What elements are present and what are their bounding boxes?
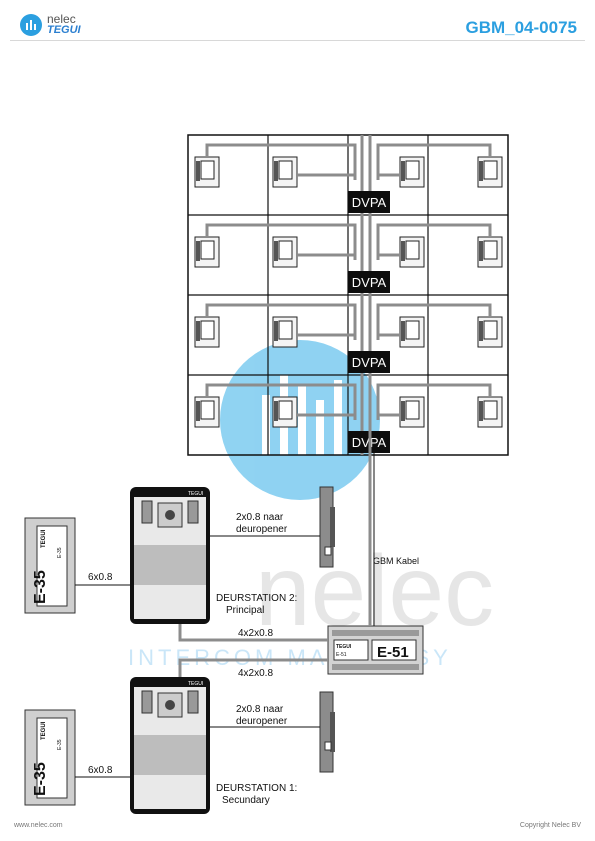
monitor-wire — [376, 143, 492, 180]
monitor-wire — [205, 143, 357, 180]
panel-lamp-left — [141, 690, 153, 714]
dvpa-label: DVPA — [352, 275, 387, 290]
dvpa-box — [348, 271, 390, 293]
video-monitor-icon — [272, 156, 298, 188]
label-lock-wire-top: 2x0.8 naar — [236, 512, 284, 523]
label-bus-cable: GBM Kabel — [373, 556, 419, 566]
logo-nelec-text: nelec — [47, 12, 76, 26]
document-code: GBM_04-0075 — [465, 18, 577, 37]
panel-lamp-right — [187, 500, 199, 524]
brand-logo: nelec TEGUI — [20, 12, 81, 36]
label-link-bottom: 4x2x0.8 — [238, 668, 273, 679]
footer-website: www.nelec.com — [14, 822, 63, 829]
monitor-wire — [205, 303, 357, 340]
label-lock-wire-top-2: deuropener — [236, 524, 288, 535]
psu-model: E-35 — [32, 762, 49, 796]
label-lock-wire-bottom-2: deuropener — [236, 716, 288, 727]
label-station1-line2: Secundary — [222, 795, 270, 806]
video-monitor-icon — [477, 236, 503, 268]
video-monitor-icon — [272, 316, 298, 348]
power-supply-top: E-35 E-35 TEGUI — [24, 517, 76, 614]
video-monitor-icon — [399, 396, 425, 428]
monitor-wire — [205, 383, 357, 420]
label-psu-wire-top: 6x0.8 — [88, 572, 113, 583]
label-station2-line2: Principal — [226, 605, 264, 616]
video-monitor-icon — [477, 316, 503, 348]
psu-brand: TEGUI — [41, 721, 47, 740]
panel-lamp-left — [141, 500, 153, 524]
power-supply-bottom: E-35 E-35 TEGUI — [24, 709, 76, 806]
dvpa-box — [348, 351, 390, 373]
label-station1-line1: DEURSTATION 1: — [216, 783, 297, 794]
video-monitor-icon — [272, 236, 298, 268]
riser-wiring — [205, 135, 492, 455]
logo-tegui-text: TEGUI — [47, 24, 81, 36]
door-station-principal: TEGUI — [130, 487, 210, 624]
psu-small: E-35 — [57, 547, 63, 558]
label-station2-line1: DEURSTATION 2: — [216, 593, 297, 604]
monitor-wire — [376, 223, 492, 260]
dvpa-label: DVPA — [352, 195, 387, 210]
video-monitor-icon — [194, 396, 220, 428]
label-lock-wire-bottom: 2x0.8 naar — [236, 704, 284, 715]
monitor-wire — [205, 223, 357, 260]
psu-model: E-35 — [32, 570, 49, 604]
monitor-wire — [376, 303, 492, 340]
panel-brand: TEGUI — [188, 681, 203, 687]
video-monitor-icon — [477, 396, 503, 428]
video-monitor-icon — [399, 156, 425, 188]
diagram-labels: 6x0.8 6x0.8 2x0.8 naar deuropener 2x0.8 … — [88, 512, 419, 806]
label-link-top: 4x2x0.8 — [238, 628, 273, 639]
video-monitor-icon — [272, 396, 298, 428]
controller-e51: TEGUI E-51 E-51 — [327, 625, 424, 675]
video-monitor-icon — [477, 156, 503, 188]
controller-model: E-51 — [377, 644, 409, 661]
video-monitor-icon — [399, 316, 425, 348]
video-monitor-icon — [194, 316, 220, 348]
panel-brand: TEGUI — [188, 491, 203, 497]
panel-lamp-right — [187, 690, 199, 714]
label-psu-wire-bottom: 6x0.8 — [88, 765, 113, 776]
dvpa-box — [348, 191, 390, 213]
lower-wiring — [75, 450, 375, 778]
speaker-grille-icon — [134, 735, 206, 775]
footer-copyright: Copyright Nelec BV — [519, 822, 581, 829]
controller-small: E-51 — [336, 652, 347, 658]
dvpa-label: DVPA — [352, 355, 387, 370]
logo-mark-icon — [20, 14, 42, 36]
speaker-grille-icon — [134, 545, 206, 585]
bus-wiring — [178, 410, 372, 677]
door-lock-top — [319, 486, 335, 568]
door-lock-bottom — [319, 691, 335, 773]
door-station-secundary: TEGUI — [130, 677, 210, 814]
psu-brand: TEGUI — [41, 529, 47, 548]
video-monitor-icon — [194, 236, 220, 268]
video-monitor-icon — [399, 236, 425, 268]
video-monitor-icon — [194, 156, 220, 188]
psu-small: E-35 — [57, 739, 63, 750]
controller-brand: TEGUI — [336, 644, 352, 650]
monitor-wire — [376, 383, 492, 420]
header-divider — [10, 40, 585, 41]
